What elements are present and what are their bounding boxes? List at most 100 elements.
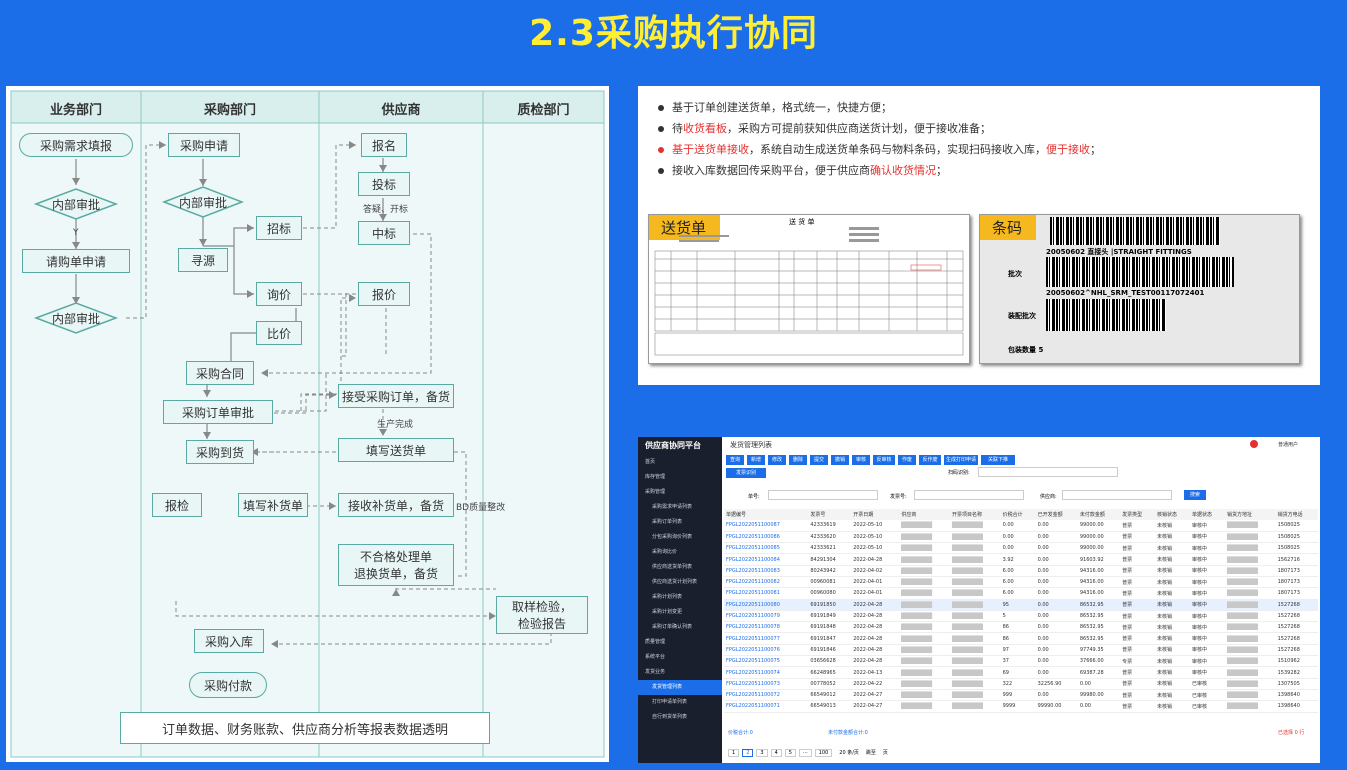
menu-plan[interactable]: 采购计划列表 — [652, 594, 683, 600]
page-button[interactable]: 100 — [814, 749, 833, 757]
menu-demand[interactable]: 采购需求申请列表 — [652, 504, 693, 510]
menu-shipping[interactable]: 发货业务 — [645, 669, 666, 675]
menu-system[interactable]: 系统平台 — [645, 654, 666, 660]
toolbar-button[interactable]: 关联下推 — [981, 455, 1015, 465]
page-button[interactable]: 5 — [784, 749, 796, 757]
search-button[interactable]: 搜索 — [1184, 490, 1206, 500]
table-cell[interactable]: FPGL2022051100073 — [724, 678, 809, 690]
page-button[interactable]: 2 — [742, 749, 754, 757]
column-header[interactable]: 销货方地址 — [1224, 509, 1276, 520]
table-cell[interactable]: FPGL2022051100071 — [724, 700, 809, 713]
toolbar-button[interactable]: 生成打印申请 — [944, 455, 978, 465]
pager-goto[interactable]: 跳至 — [865, 750, 876, 756]
app-user[interactable]: 普通用户 — [1278, 442, 1299, 448]
table-cell[interactable]: FPGL2022051100087 — [724, 520, 809, 532]
column-header[interactable]: 价税合计 — [1000, 509, 1036, 520]
table-cell: 37666.00 — [1077, 655, 1121, 668]
table-cell[interactable]: FPGL2022051100081 — [724, 587, 809, 600]
table-cell: 1510962 — [1275, 655, 1318, 668]
table-cell: 32256.90 — [1035, 678, 1078, 690]
table-cell[interactable]: FPGL2022051100076 — [724, 644, 809, 657]
pager-per[interactable]: 20 条/页 — [839, 750, 859, 756]
toolbar-button[interactable]: 提交 — [810, 455, 828, 465]
table-cell[interactable]: FPGL2022051100085 — [724, 542, 809, 555]
table-cell[interactable]: FPGL2022051100083 — [724, 565, 809, 577]
menu-delivery[interactable]: 供应商送货单列表 — [652, 564, 693, 570]
table-cell[interactable]: FPGL2022051100080 — [724, 599, 809, 611]
column-header[interactable]: 未付款金额 — [1077, 509, 1121, 520]
column-header[interactable]: 供应商 — [899, 509, 950, 520]
page-button[interactable]: 4 — [770, 749, 782, 757]
column-header[interactable]: 销货方电话 — [1275, 509, 1318, 520]
menu-quality[interactable]: 质量管理 — [645, 639, 666, 645]
table-cell[interactable]: FPGL2022051100078 — [724, 621, 809, 634]
invoice-recognize-button[interactable]: 发票识别 — [726, 468, 766, 478]
column-header[interactable]: 核销状态 — [1155, 509, 1191, 520]
redacted-cell: ████████ — [1224, 576, 1276, 589]
table-cell[interactable]: FPGL2022051100086 — [724, 531, 809, 544]
toolbar-button[interactable]: 作废 — [898, 455, 916, 465]
table-cell[interactable]: FPGL2022051100077 — [724, 632, 809, 645]
table-cell[interactable]: FPGL2022051100072 — [724, 689, 809, 702]
page-button[interactable]: ··· — [798, 749, 812, 757]
toolbar-button[interactable]: 新增 — [747, 455, 765, 465]
column-header[interactable]: 发票类型 — [1120, 509, 1156, 520]
table-cell[interactable]: FPGL2022051100082 — [724, 576, 809, 589]
menu-order-confirm[interactable]: 采购订单确认列表 — [652, 624, 693, 630]
column-header[interactable]: 已开发金额 — [1035, 509, 1078, 520]
filter-invoice-input[interactable] — [914, 490, 1024, 500]
toolbar-button[interactable]: 修改 — [768, 455, 786, 465]
menu-orders[interactable]: 采购订单列表 — [652, 519, 683, 525]
column-header[interactable]: 发票号 — [808, 509, 852, 520]
page-button[interactable]: 3 — [756, 749, 768, 757]
table-cell[interactable]: FPGL2022051100084 — [724, 553, 809, 566]
filter-no-input[interactable] — [768, 490, 878, 500]
scan-input[interactable] — [978, 467, 1118, 477]
menu-subcontract[interactable]: 分包采购询价列表 — [652, 534, 693, 540]
toolbar-button[interactable]: 审核 — [852, 455, 870, 465]
notification-icon[interactable] — [1250, 440, 1258, 448]
menu-purchasing[interactable]: 采购管理 — [645, 489, 666, 495]
menu-rfq[interactable]: 采购询比价 — [652, 549, 678, 555]
table-cell: 未核销 — [1155, 689, 1191, 702]
table-cell[interactable]: FPGL2022051100079 — [724, 610, 809, 623]
menu-home[interactable]: 首页 — [645, 459, 656, 465]
toolbar-button[interactable]: 反审核 — [873, 455, 895, 465]
page-button[interactable]: 1 — [728, 749, 740, 757]
menu-delivery-plan[interactable]: 供应商送货计划列表 — [652, 579, 698, 585]
toolbar-button[interactable]: 查询 — [726, 455, 744, 465]
menu-inventory[interactable]: 库存管理 — [645, 474, 666, 480]
column-header[interactable]: 单据编号 — [724, 509, 809, 520]
menu-invoice-list[interactable]: 发货管理列表 — [638, 680, 722, 695]
table-cell[interactable]: FPGL2022051100075 — [724, 655, 809, 668]
redacted-cell: ████████ — [899, 689, 950, 702]
table-cell[interactable]: FPGL2022051100074 — [724, 666, 809, 679]
menu-self[interactable]: 自行到货单列表 — [652, 714, 688, 720]
menu-plan-change[interactable]: 采购计划变更 — [652, 609, 683, 615]
column-header[interactable]: 开票项目名称 — [949, 509, 1001, 520]
toolbar-button[interactable]: 反作废 — [919, 455, 941, 465]
toolbar-button[interactable]: 删除 — [789, 455, 807, 465]
column-header[interactable]: 开票日期 — [851, 509, 900, 520]
column-header[interactable]: 单据状态 — [1190, 509, 1225, 520]
toolbar-button[interactable]: 撤销 — [831, 455, 849, 465]
menu-print[interactable]: 打印申请单列表 — [652, 699, 688, 705]
filter-supplier-input[interactable] — [1062, 490, 1172, 500]
